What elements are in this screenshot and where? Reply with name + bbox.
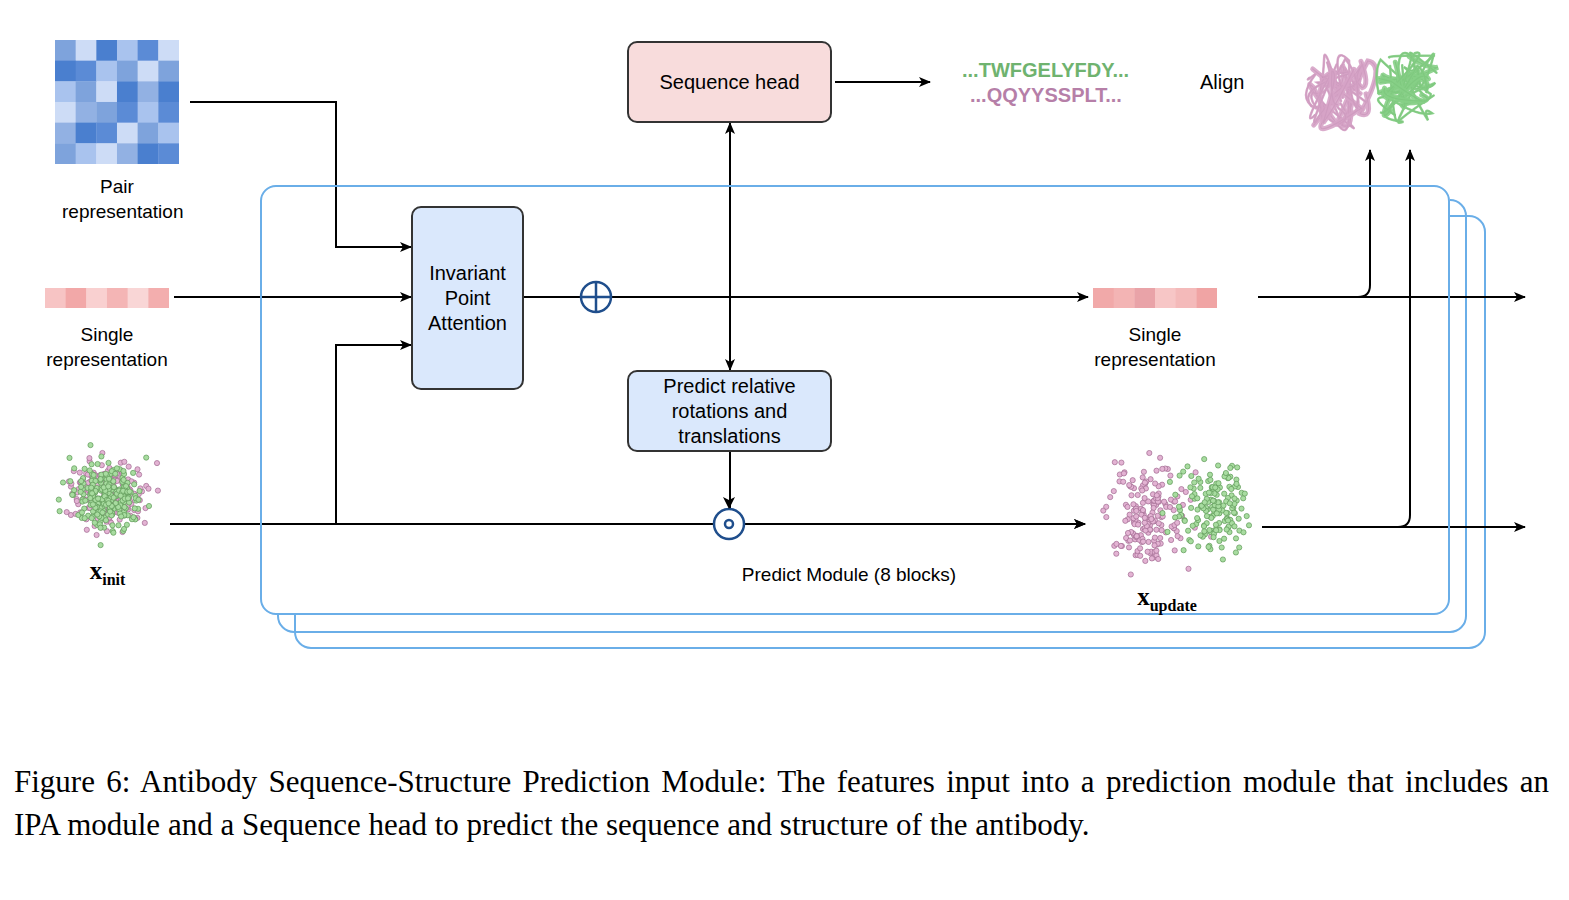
math-label: xinit <box>90 558 126 586</box>
structure-cloud: xinit <box>45 440 170 586</box>
single-bar <box>1093 288 1217 308</box>
math-subscript: init <box>102 571 125 588</box>
box-label: Predict relative rotations and translati… <box>635 374 824 449</box>
node-label: Pair representation <box>62 174 172 224</box>
math-label: xupdate <box>1137 584 1197 612</box>
output-line <box>1398 150 1410 527</box>
protein-structure <box>1306 53 1438 130</box>
math-symbol: x <box>1137 583 1150 610</box>
pair-representation: Pair representation <box>44 40 190 224</box>
arrow <box>835 81 930 83</box>
module-frame: Predict Module (8 blocks) Invariant Point… <box>260 185 1450 615</box>
process-box: Predict relative rotations and translati… <box>627 370 832 452</box>
connector <box>524 297 730 370</box>
sequence-text: ...QQYYSSPLT... <box>970 83 1122 107</box>
math-subscript: update <box>1150 597 1197 614</box>
connector <box>190 102 411 247</box>
connector <box>730 452 1085 524</box>
point-cloud <box>1100 450 1252 578</box>
connector <box>170 345 411 524</box>
structure-cloud: xupdate <box>1085 450 1255 612</box>
output-line <box>1262 526 1525 528</box>
output-line <box>1258 296 1525 298</box>
sequence-text: ...TWFGELYFDY... <box>962 58 1129 82</box>
cloud-holder <box>1100 450 1252 578</box>
stack-frame <box>278 200 1466 632</box>
frame-label-holder: Predict Module (8 blocks) <box>262 563 1448 587</box>
compose-symbol <box>725 520 733 528</box>
add-symbol <box>595 282 598 312</box>
box-label: Sequence head <box>659 70 799 95</box>
arrow-head <box>723 497 735 509</box>
single-representation: Single representation <box>40 288 174 372</box>
box-label: Invariant Point Attention <box>419 261 516 336</box>
connector <box>524 123 730 297</box>
stack-frame <box>295 216 1485 648</box>
single-representation: Single representation <box>1088 288 1222 372</box>
point-cloud <box>48 440 168 552</box>
compose-symbol <box>714 509 744 539</box>
pair-heatmap <box>55 40 179 164</box>
note-label: Align <box>1200 70 1244 94</box>
single-bar <box>45 288 169 308</box>
connector <box>174 296 411 298</box>
connector <box>524 296 1088 298</box>
figure-caption: Figure 6: Antibody Sequence-Structure Pr… <box>14 760 1549 846</box>
process-box: Sequence head <box>627 41 832 123</box>
output-line <box>1358 150 1370 297</box>
math-symbol: x <box>90 557 103 584</box>
module-label: Predict Module (8 blocks) <box>742 564 956 585</box>
add-symbol <box>581 282 611 312</box>
node-label: Single representation <box>1090 322 1220 372</box>
node-label: Single representation <box>42 322 172 372</box>
process-box: Invariant Point Attention <box>411 206 524 390</box>
